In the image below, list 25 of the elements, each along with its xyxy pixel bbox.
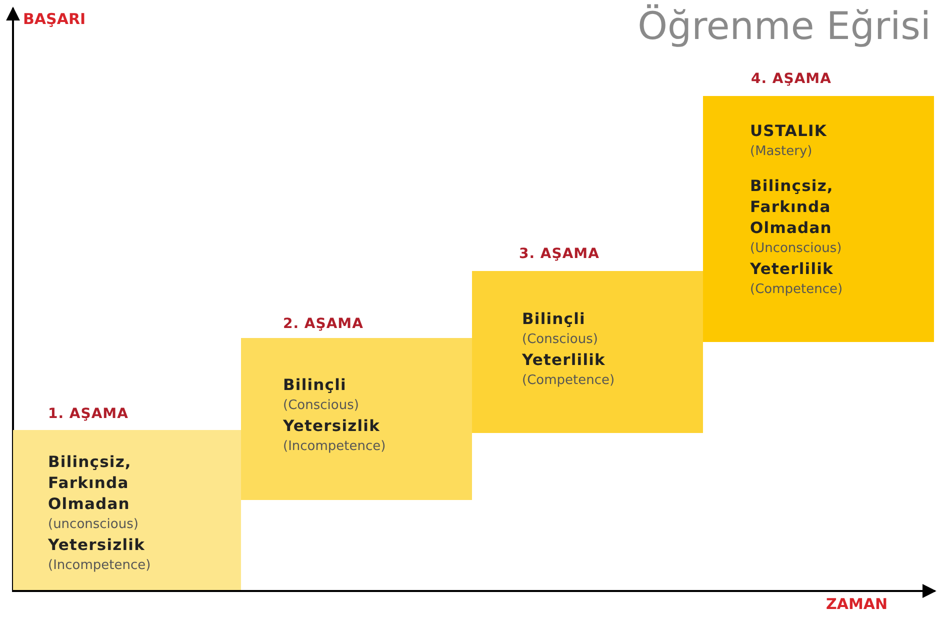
axis-label: ZAMAN: [826, 595, 888, 613]
stage-name: Yetersizlik: [283, 416, 381, 437]
stage-name: Yetersizlik: [48, 535, 146, 556]
stage-name: Yeterlilik: [522, 350, 606, 371]
english-translation: (Competence): [750, 281, 844, 299]
english-translation: (Competence): [522, 372, 616, 390]
stage-name: USTALIK: [750, 121, 828, 142]
stage-name: Bilinçli: [283, 375, 348, 396]
stage-name: Bilinçsiz, Farkında Olmadan: [750, 176, 834, 239]
english-translation: (Incompetence): [48, 557, 152, 575]
english-translation: (Incompetence): [283, 438, 387, 456]
english-translation: (Conscious): [522, 331, 599, 349]
stage-name: Yeterlilik: [750, 259, 834, 280]
stage-heading: 4. AŞAMA: [751, 71, 832, 87]
stage-heading: 3. AŞAMA: [519, 246, 600, 262]
title: Öğrenme Eğrisi: [638, 4, 931, 48]
english-translation: (unconscious): [48, 516, 140, 534]
stage-heading: 1. AŞAMA: [48, 406, 128, 422]
stage-heading: 2. AŞAMA: [283, 316, 364, 332]
english-translation: (Unconscious): [750, 240, 843, 258]
english-translation: (Mastery): [750, 143, 814, 161]
stage-name: Bilinçsiz, Farkında Olmadan: [48, 452, 132, 515]
axis-label: BAŞARI: [23, 10, 86, 28]
english-translation: (Conscious): [283, 397, 360, 415]
stage-name: Bilinçli: [522, 309, 586, 330]
